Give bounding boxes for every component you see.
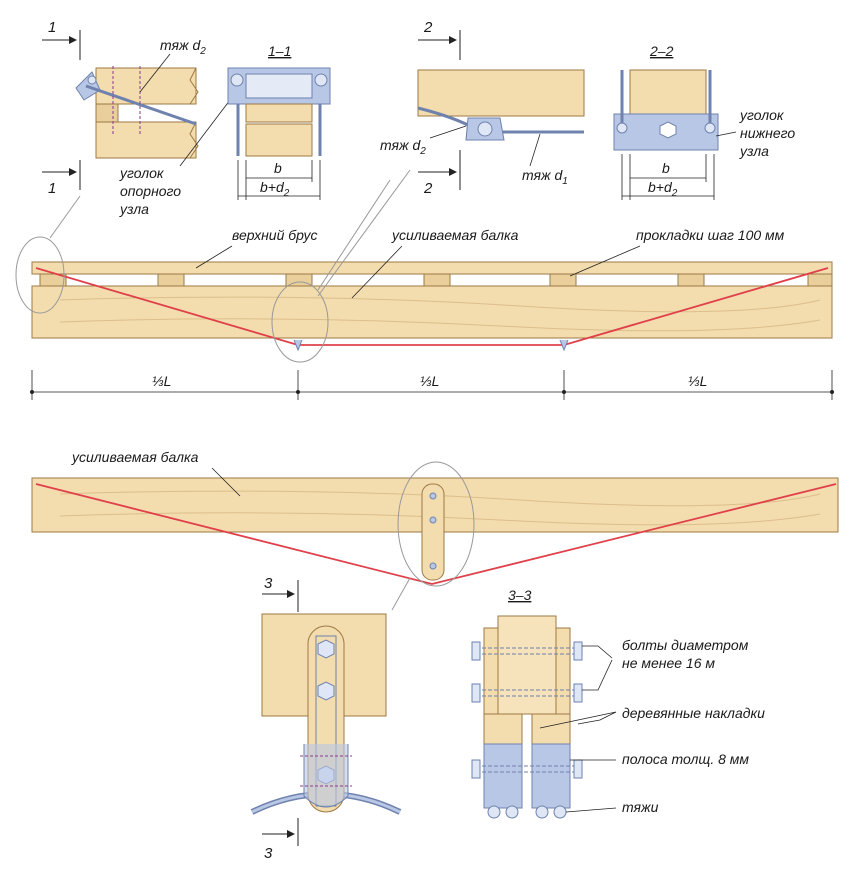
rod-end	[553, 805, 567, 819]
detail-hanger: 3 3	[250, 575, 402, 862]
section-mark-3-top: 3	[264, 575, 273, 592]
rod-end	[487, 805, 501, 819]
rod-d2	[85, 84, 197, 126]
section-mark-3-bottom: 3	[264, 845, 273, 862]
section-2-2-title: 2–2	[649, 43, 674, 59]
hanger-bar	[421, 483, 445, 581]
section-1-1-title: 1–1	[268, 43, 291, 59]
label-angle-support-2: опорного	[120, 183, 181, 199]
lower-node	[293, 339, 303, 352]
steel-strip	[303, 744, 349, 808]
bolt-head-icon	[317, 639, 335, 659]
nut	[616, 122, 628, 134]
angle-inner	[245, 73, 313, 99]
nut	[230, 73, 244, 87]
label-reinforced-beam-2: усиливаемая балка	[71, 449, 199, 465]
callout-ellipse	[15, 236, 65, 314]
wood-pad	[483, 713, 523, 745]
break-line	[189, 121, 199, 159]
nut	[477, 121, 493, 137]
tension-rod	[35, 267, 829, 346]
leader	[179, 99, 231, 167]
section-3-3-title: 3–3	[508, 587, 532, 603]
label-bolts-2: не менее 16 м	[622, 655, 715, 671]
wood-pad	[531, 713, 571, 745]
dim-b-2: b	[662, 160, 670, 176]
upper-beam-section	[245, 103, 313, 123]
label-rod-d2-top: тяж d2	[160, 37, 206, 57]
label-rod-d2-mid: тяж d2	[380, 137, 426, 157]
dim-b-1: b	[274, 160, 282, 176]
label-spacers: прокладки шаг 100 мм	[636, 227, 785, 243]
section-1-1: 1–1 b b+d2	[227, 43, 331, 200]
spacer	[549, 273, 577, 287]
label-rods: тяжи	[622, 799, 659, 815]
label-angle-lower-3: узла	[739, 143, 769, 159]
spacers	[39, 273, 833, 287]
label-angle-support-1: уголок	[119, 165, 165, 181]
tension-rod-2	[35, 483, 837, 585]
detail-support-node: 1 1 тяж d2 уголок опорного узла	[42, 19, 231, 217]
lower-node	[559, 339, 569, 352]
bolt-head-icon	[659, 121, 677, 139]
rod-end	[535, 805, 549, 819]
section-mark-2-bottom: 2	[423, 180, 433, 197]
upper-beam-block	[95, 67, 197, 105]
upper-beam	[31, 261, 833, 275]
steel-strip-right	[531, 743, 571, 809]
label-reinforced-beam: усиливаемая балка	[391, 227, 519, 243]
leader	[139, 53, 171, 93]
rod-d2	[417, 106, 471, 128]
span-dimensions: ⅓L ⅓L ⅓L	[30, 370, 834, 400]
callout-ellipse	[271, 281, 329, 363]
section-2-2: 2–2 b b+d2 уголок нижнего узла	[613, 43, 795, 200]
lower-beam-section	[245, 123, 313, 157]
spacer-block	[95, 103, 119, 123]
spacer	[677, 273, 705, 287]
second-beam-scheme: усиливаемая балка	[31, 449, 839, 611]
section-3-3: 3–3 болты диаметром не менее 16 м деревя…	[471, 587, 765, 819]
dim-third-2: ⅓L	[420, 373, 439, 389]
label-rod-d1: тяж d1	[522, 167, 568, 187]
nut	[87, 75, 97, 85]
callout-ellipse	[397, 461, 475, 587]
label-angle-support-3: узла	[119, 201, 149, 217]
dim-b-d2-2: b+d2	[648, 179, 678, 199]
dim-third-1: ⅓L	[152, 373, 171, 389]
nut	[314, 73, 328, 87]
label-strip: полоса толщ. 8 мм	[622, 751, 749, 767]
section-mark-1-top: 1	[48, 19, 56, 36]
rod-end	[505, 805, 519, 819]
label-bolts-1: болты диаметром	[622, 637, 749, 653]
main-beam-scheme: верхний брус усиливаемая балка прокладки…	[15, 169, 833, 363]
bolt-head-icon	[317, 681, 335, 701]
label-angle-lower-1: уголок	[739, 107, 785, 123]
detail-lower-node: 2 2 тяж d2 тяж d1	[380, 19, 585, 197]
dim-third-3: ⅓L	[688, 373, 707, 389]
section-mark-2-top: 2	[423, 19, 433, 36]
spacer	[423, 273, 451, 287]
nut	[704, 122, 716, 134]
beam-section	[629, 69, 707, 115]
label-angle-lower-2: нижнего	[740, 125, 795, 141]
beam-block	[417, 69, 585, 117]
section-mark-1-bottom: 1	[48, 180, 56, 197]
lower-beam-block	[95, 121, 197, 159]
break-line	[189, 67, 199, 105]
steel-strip-left	[483, 743, 523, 809]
spacer	[807, 273, 833, 287]
spacer	[157, 273, 185, 287]
label-upper-beam: верхний брус	[232, 227, 317, 243]
label-wood-pads: деревянные накладки	[622, 705, 765, 721]
dim-b-d2-1: b+d2	[260, 179, 290, 199]
